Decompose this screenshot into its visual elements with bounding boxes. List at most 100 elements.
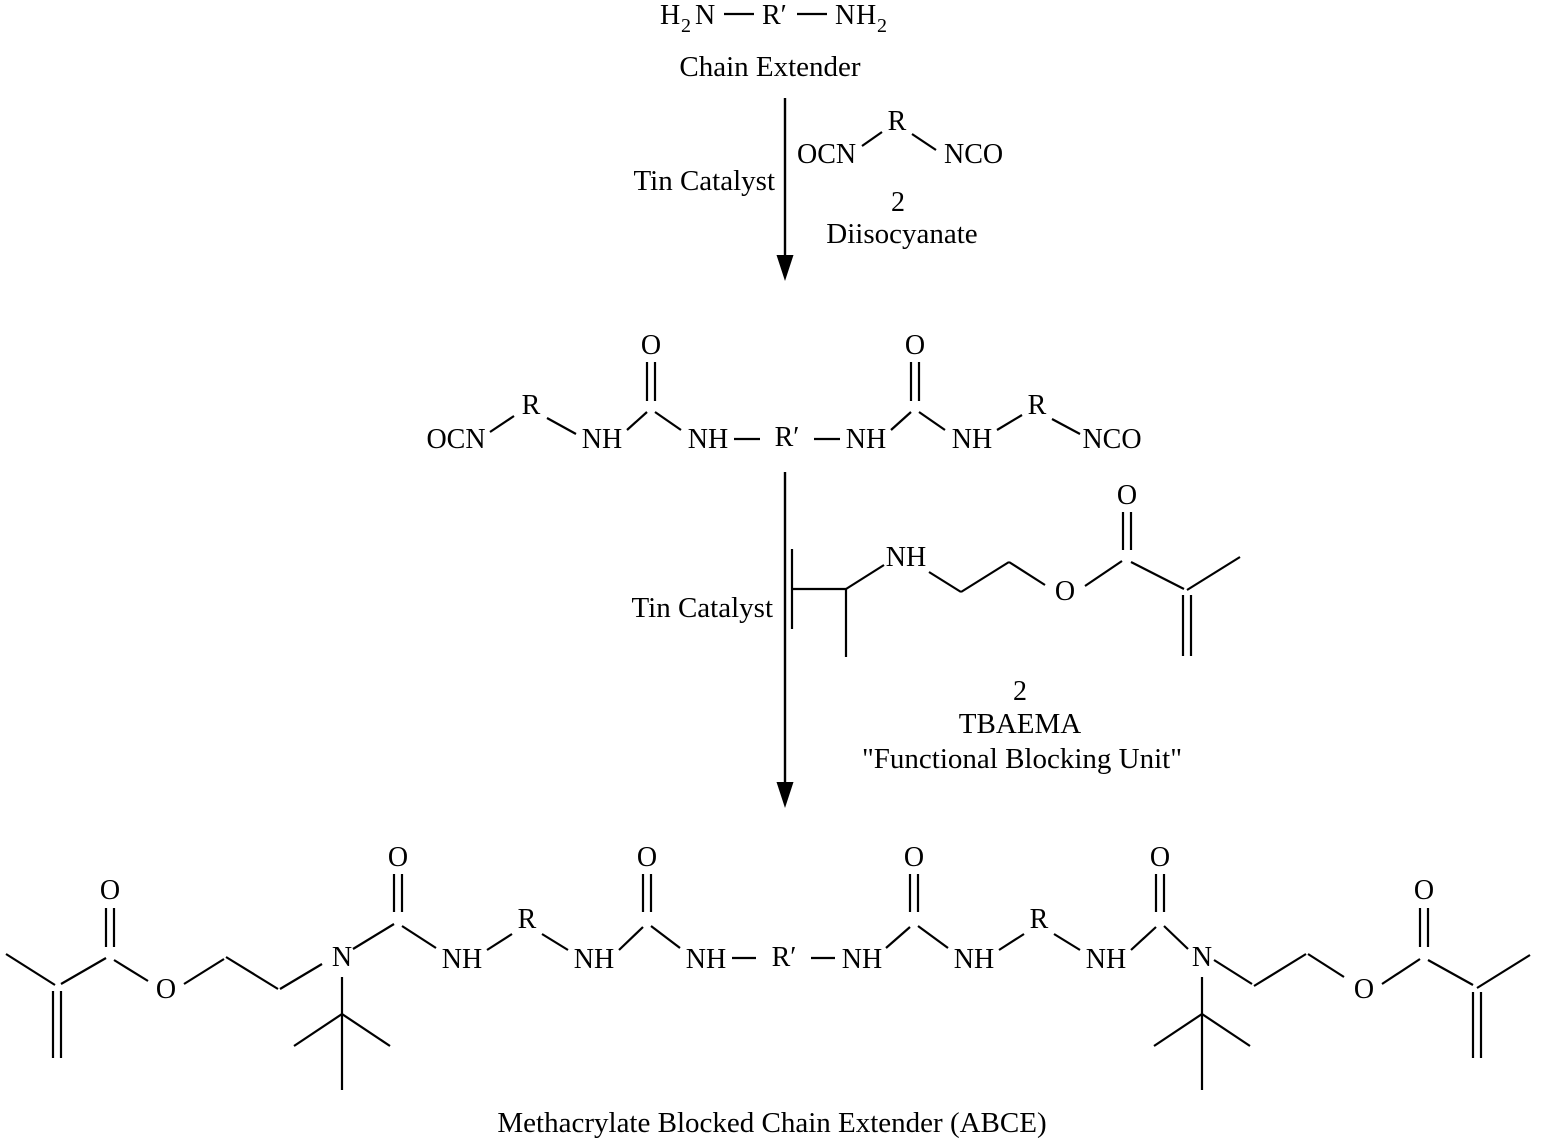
- bond: [618, 926, 644, 951]
- diisocyanate-reagent: OCN R NCO 2 Diisocyanate: [797, 106, 1003, 250]
- atom-label-nh: NH: [846, 424, 886, 455]
- bond: [918, 411, 946, 431]
- atom-label-nh: NH: [442, 944, 482, 975]
- subscript-two: 2: [681, 15, 691, 37]
- bond: [861, 131, 883, 147]
- bond: [489, 415, 515, 433]
- bond: [1153, 1013, 1203, 1047]
- equivalents-label-2: 2: [1013, 676, 1027, 707]
- bond: [845, 564, 885, 590]
- atom-label-r-prime: R′: [775, 422, 800, 453]
- chain-extender-caption: Chain Extender: [679, 51, 861, 83]
- bond: [60, 957, 107, 985]
- bond: [1427, 959, 1474, 986]
- atom-label-r: R: [1028, 390, 1047, 421]
- bond: [1130, 561, 1185, 590]
- bond: [626, 411, 648, 431]
- abce-product: O O N O NH R NH O NH R′ NH: [5, 842, 1531, 1090]
- diisocyanate-caption: Diisocyanate: [826, 218, 977, 250]
- atom-label-o: O: [1150, 842, 1170, 873]
- bond: [650, 925, 681, 949]
- atom-label-h: H: [856, 0, 876, 31]
- atom-label-r-prime: R′: [772, 942, 797, 973]
- atom-label-h: H: [660, 0, 680, 31]
- bond: [1213, 959, 1253, 985]
- atom-label-nh: NH: [686, 944, 726, 975]
- bond: [1381, 958, 1421, 985]
- product-caption: Methacrylate Blocked Chain Extender (ABC…: [497, 1107, 1046, 1139]
- atom-label-n: N: [695, 0, 715, 31]
- bond: [1186, 556, 1241, 591]
- atom-label-o: O: [905, 330, 925, 361]
- atom-label-o: O: [1414, 875, 1434, 906]
- tin-catalyst-label-2: Tin Catalyst: [631, 592, 773, 624]
- tin-catalyst-label-1: Tin Catalyst: [633, 165, 775, 197]
- bond: [890, 411, 912, 431]
- atom-label-o: O: [904, 842, 924, 873]
- atom-label-o: O: [1055, 576, 1075, 607]
- bond: [885, 926, 911, 949]
- atom-label-n: N: [835, 0, 855, 31]
- atom-label-nh: NH: [1086, 944, 1126, 975]
- atom-label-nh: NH: [574, 944, 614, 975]
- atom-label-r-prime: R′: [762, 0, 787, 31]
- bond: [928, 571, 962, 593]
- atom-label-r: R: [1030, 904, 1049, 935]
- bond: [996, 414, 1023, 431]
- bond: [960, 561, 1010, 593]
- atom-label-o: O: [156, 974, 176, 1005]
- atom-label-nh: NH: [688, 424, 728, 455]
- arrowhead: [776, 255, 794, 281]
- bond: [911, 133, 937, 151]
- bond: [1051, 418, 1081, 435]
- reaction-arrow-2: [776, 472, 794, 808]
- bond: [1008, 561, 1046, 586]
- bond: [1163, 925, 1189, 950]
- atom-label-nco: NCO: [1082, 424, 1141, 455]
- bond: [341, 1013, 391, 1047]
- atom-label-o: O: [1117, 480, 1137, 511]
- bond: [654, 411, 682, 431]
- atom-label-nh: NH: [582, 424, 622, 455]
- tbaema-reagent: NH O O 2 TBAEMA "Functional Blocking Uni…: [790, 480, 1241, 775]
- bond: [352, 923, 395, 950]
- bond: [225, 956, 279, 990]
- atom-label-r: R: [888, 106, 907, 137]
- atom-label-n: N: [1192, 942, 1212, 973]
- bond: [1307, 953, 1345, 978]
- atom-label-nh: NH: [842, 944, 882, 975]
- bond: [1201, 1013, 1251, 1047]
- bond: [1476, 954, 1531, 989]
- tbaema-caption: TBAEMA: [959, 708, 1082, 740]
- reaction-arrow-1: [776, 98, 794, 281]
- bond: [1253, 953, 1307, 987]
- bond: [1053, 933, 1081, 951]
- bond: [541, 933, 569, 951]
- atom-label-r: R: [522, 390, 541, 421]
- bond: [1130, 926, 1157, 951]
- bond: [998, 933, 1025, 951]
- bond: [401, 925, 437, 949]
- bond: [183, 958, 225, 985]
- atom-label-ocn: OCN: [797, 139, 856, 170]
- diurea-intermediate: OCN R NH O NH R′ NH O NH R NCO: [426, 330, 1141, 455]
- atom-label-nh: NH: [954, 944, 994, 975]
- atom-label-r: R: [518, 904, 537, 935]
- atom-label-o: O: [388, 842, 408, 873]
- atom-label-o: O: [100, 875, 120, 906]
- chain-extender-reactant: H 2 N R′ N H 2 Chain Extender: [660, 0, 887, 83]
- bond: [293, 1013, 343, 1047]
- arrowhead: [776, 782, 794, 808]
- atom-label-nco: NCO: [944, 139, 1003, 170]
- subscript-two: 2: [877, 15, 887, 37]
- bond: [546, 417, 577, 435]
- atom-label-ocn: OCN: [426, 424, 485, 455]
- atom-label-o: O: [637, 842, 657, 873]
- atom-label-o: O: [1354, 974, 1374, 1005]
- bond: [279, 963, 323, 990]
- atom-label-nh: NH: [886, 542, 926, 573]
- bond: [486, 933, 513, 951]
- bond: [113, 959, 149, 982]
